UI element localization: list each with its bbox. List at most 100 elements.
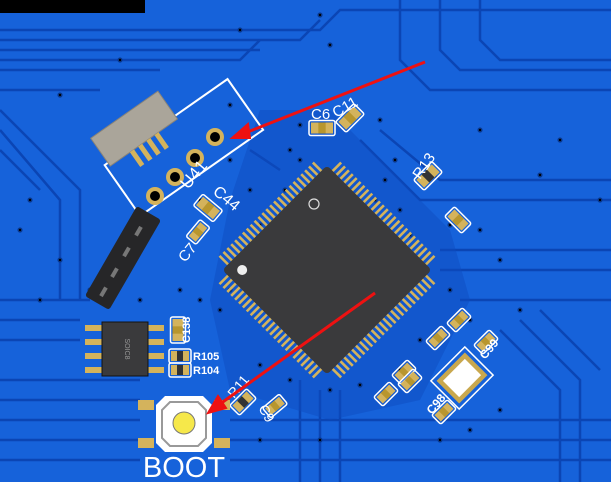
- ic-pin: [349, 347, 362, 359]
- ic-pin: [253, 219, 266, 232]
- ic-pin: [341, 173, 354, 186]
- ic-pin: [273, 200, 285, 213]
- via-hole: [238, 28, 242, 32]
- via-hole: [118, 58, 122, 62]
- ic-pin: [353, 343, 366, 356]
- via-hole: [328, 43, 332, 47]
- via-hole: [318, 13, 322, 17]
- button-actuator[interactable]: [172, 411, 196, 435]
- ic-pin: [218, 273, 231, 286]
- via-hole: [378, 118, 382, 122]
- ic-pin: [408, 239, 420, 252]
- via-hole: [18, 228, 22, 232]
- smd-passive: [397, 368, 423, 394]
- ic-pin: [238, 292, 250, 305]
- ic-pin: [404, 235, 416, 248]
- via-hole: [448, 288, 452, 292]
- via-hole: [418, 338, 422, 342]
- ic-pin: [269, 323, 281, 336]
- ic-pin: [334, 362, 346, 375]
- via-hole: [228, 158, 232, 162]
- smd-passive: [431, 399, 457, 425]
- refdes-c138: C138: [181, 317, 193, 343]
- smd-passive: [425, 325, 451, 351]
- via-hole: [288, 378, 292, 382]
- via-hole: [218, 308, 222, 312]
- ic-pin: [373, 204, 385, 217]
- via-hole: [598, 198, 602, 202]
- ic-pin: [234, 288, 246, 301]
- ic-pin: [261, 316, 274, 328]
- ic-pin: [357, 188, 370, 201]
- smd-passive: [373, 381, 399, 407]
- refdes-r13: R13: [409, 150, 439, 182]
- ic-pin: [330, 366, 343, 379]
- via-hole: [468, 428, 472, 432]
- smd-passive: [446, 307, 472, 333]
- soic-marking: SOIC8: [123, 338, 130, 359]
- via-hole: [248, 188, 252, 192]
- ic-pin: [396, 300, 409, 313]
- smd-passive: [335, 103, 365, 133]
- ic-pin: [419, 251, 432, 263]
- via-hole: [178, 288, 182, 292]
- via-hole: [498, 258, 502, 262]
- ic-pin: [241, 296, 254, 309]
- ic-pin: [284, 188, 297, 201]
- ic-pin: [226, 281, 239, 293]
- ic-pin: [334, 165, 346, 178]
- ic-pin: [345, 177, 358, 189]
- ic-pin: [388, 219, 401, 232]
- annotation-arrows: [205, 60, 426, 415]
- ic-pin: [273, 327, 285, 340]
- ic-pin: [311, 366, 324, 379]
- connector-u41: [90, 77, 265, 218]
- smd-passive: [193, 193, 223, 223]
- ic-pin: [280, 192, 293, 205]
- via-hole: [318, 438, 322, 442]
- ic-pin: [292, 181, 305, 193]
- ic-pin: [380, 316, 393, 328]
- via-hole: [538, 173, 542, 177]
- ic-pin: [249, 223, 262, 236]
- smd-passive: [229, 388, 257, 416]
- ic-pin: [241, 231, 254, 244]
- ic-pin: [218, 254, 231, 267]
- via-hole: [358, 383, 362, 387]
- pin-row: [330, 273, 436, 379]
- ic-pin: [361, 335, 374, 348]
- smd-passive: [186, 219, 210, 245]
- via-hole: [258, 438, 262, 442]
- ic-pin: [411, 284, 424, 297]
- pin1-marker: [237, 265, 248, 275]
- via-hole: [298, 123, 302, 127]
- via-hole: [438, 438, 442, 442]
- ic-pin: [373, 323, 385, 336]
- ic-pin: [349, 181, 362, 193]
- ic-pin: [369, 327, 381, 340]
- boot-label: BOOT: [143, 452, 225, 482]
- ic-pin: [230, 243, 243, 256]
- ic-pin: [376, 208, 389, 221]
- ic-pin: [353, 184, 366, 197]
- ic-pin: [400, 296, 413, 309]
- ic-pin: [330, 161, 343, 174]
- ic-pin: [300, 354, 313, 367]
- ic-pin: [230, 284, 243, 297]
- ic-pin: [234, 239, 246, 252]
- refdes-c9: C9: [255, 402, 278, 426]
- smd-passive: [413, 161, 443, 191]
- crystal: [429, 345, 495, 411]
- ic-pin: [396, 227, 409, 240]
- ic-pin: [222, 251, 235, 263]
- via-hole: [398, 208, 402, 212]
- ic-pin: [280, 335, 293, 348]
- pin-header: [85, 207, 161, 309]
- smd-passive: [169, 316, 187, 344]
- ic-pin: [249, 304, 262, 317]
- ic-pin: [304, 358, 316, 371]
- via-hole: [228, 103, 232, 107]
- ic-pin: [296, 177, 309, 189]
- via-hole: [518, 308, 522, 312]
